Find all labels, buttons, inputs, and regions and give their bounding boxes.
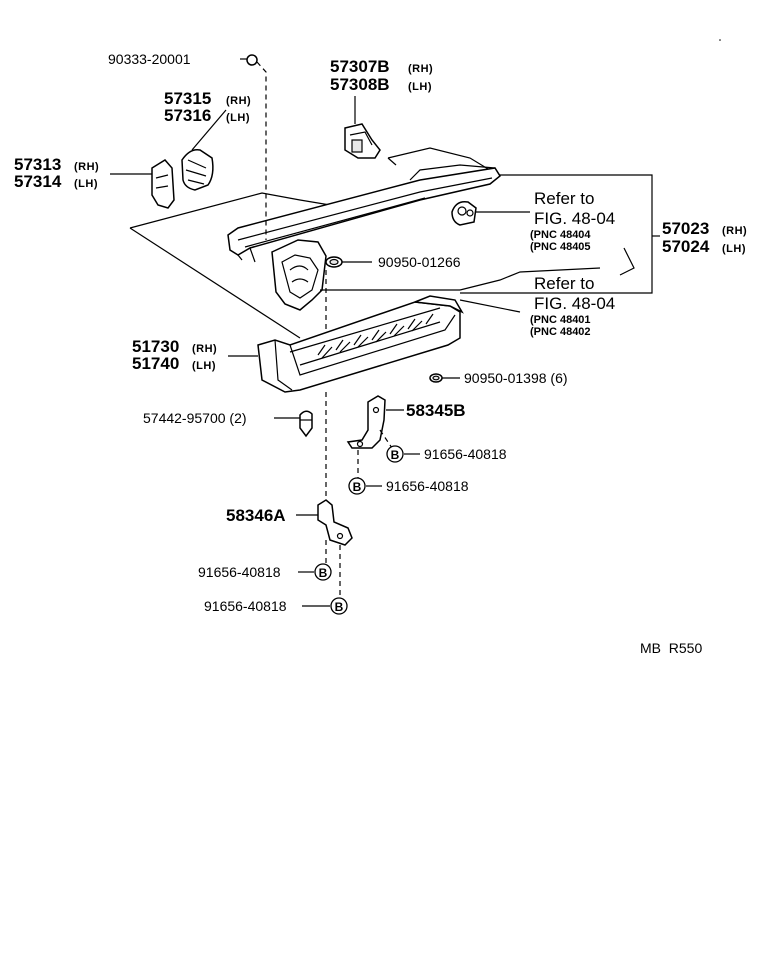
label-57313-side: (RH) bbox=[74, 161, 99, 173]
label-57315: 57315 bbox=[164, 89, 211, 108]
footer-code: MB R550 bbox=[640, 640, 702, 656]
label-57314-side: (LH) bbox=[74, 178, 98, 190]
label-90950-01398: 90950-01398 (6) bbox=[464, 370, 568, 386]
upper-rail bbox=[227, 164, 501, 263]
label-90333-20001: 90333-20001 bbox=[108, 51, 191, 67]
label-91656-40818-b: 91656-40818 bbox=[386, 478, 469, 494]
bolt-marker-c: B bbox=[314, 563, 332, 581]
label-pnc-48404: (PNC 48404 bbox=[530, 229, 591, 241]
label-90950-01266: 90950-01266 bbox=[378, 254, 461, 270]
leader-90333-dash bbox=[256, 61, 267, 240]
label-57442-95700: 57442-95700 (2) bbox=[143, 410, 247, 426]
svg-text:B: B bbox=[335, 600, 344, 614]
label-51740: 51740 bbox=[132, 354, 179, 373]
label-57023-side: (RH) bbox=[722, 225, 747, 237]
label-58345b: 58345B bbox=[406, 401, 466, 420]
label-91656-40818-c: 91656-40818 bbox=[198, 564, 281, 580]
clip-90333-shape bbox=[246, 54, 258, 66]
stray-dot bbox=[719, 39, 721, 41]
label-57316: 57316 bbox=[164, 106, 211, 125]
label-57313: 57313 bbox=[14, 155, 61, 174]
leader-lines bbox=[110, 58, 530, 607]
bolt-marker-b: B bbox=[348, 477, 366, 495]
dash-58345b-bolt-a bbox=[379, 429, 393, 449]
label-57307b-side: (RH) bbox=[408, 63, 433, 75]
label-57024: 57024 bbox=[662, 237, 710, 256]
bracket-58345b-shape bbox=[346, 395, 386, 449]
part-refer-clip-shape bbox=[451, 200, 477, 226]
label-51730-side: (RH) bbox=[192, 343, 217, 355]
label-fig-48-04-2: FIG. 48-04 bbox=[534, 294, 615, 313]
svg-text:B: B bbox=[353, 480, 362, 494]
label-58346a: 58346A bbox=[226, 506, 286, 525]
label-57315-side: (RH) bbox=[226, 95, 251, 107]
label-refer-to-2: Refer to bbox=[534, 274, 594, 293]
part-57307b-shape bbox=[344, 123, 381, 159]
part-57313-shape bbox=[151, 159, 175, 209]
label-pnc-48402: (PNC 48402 bbox=[530, 326, 591, 338]
label-57308b: 57308B bbox=[330, 75, 390, 94]
bracket-58346a-shape bbox=[317, 499, 353, 546]
label-refer-to-1: Refer to bbox=[534, 189, 594, 208]
label-57307b: 57307B bbox=[330, 57, 390, 76]
part-57315-shape bbox=[181, 148, 214, 191]
rocker-ribs bbox=[317, 313, 434, 359]
svg-text:B: B bbox=[319, 566, 328, 580]
grommet-90950-01266-shape bbox=[325, 256, 343, 268]
label-57314: 57314 bbox=[14, 172, 62, 191]
clip-57442-shape bbox=[299, 410, 313, 438]
nut-90950-01398-shape bbox=[429, 373, 443, 383]
label-91656-40818-d: 91656-40818 bbox=[204, 598, 287, 614]
bracket-57023-lines bbox=[460, 174, 660, 294]
label-57316-side: (LH) bbox=[226, 112, 250, 124]
part-center-reinforcement-shape bbox=[271, 239, 327, 311]
label-51740-side: (LH) bbox=[192, 360, 216, 372]
svg-text:B: B bbox=[391, 448, 400, 462]
label-fig-48-04-1: FIG. 48-04 bbox=[534, 209, 615, 228]
label-pnc-48401: (PNC 48401 bbox=[530, 314, 591, 326]
label-51730: 51730 bbox=[132, 337, 179, 356]
label-57308b-side: (LH) bbox=[408, 81, 432, 93]
label-57024-side: (LH) bbox=[722, 243, 746, 255]
label-pnc-48405: (PNC 48405 bbox=[530, 241, 591, 253]
bolt-marker-d: B bbox=[330, 597, 348, 615]
rocker-panel-shape bbox=[257, 295, 464, 393]
bolt-marker-a: B bbox=[386, 445, 404, 463]
label-91656-40818-a: 91656-40818 bbox=[424, 446, 507, 462]
label-57023: 57023 bbox=[662, 219, 709, 238]
